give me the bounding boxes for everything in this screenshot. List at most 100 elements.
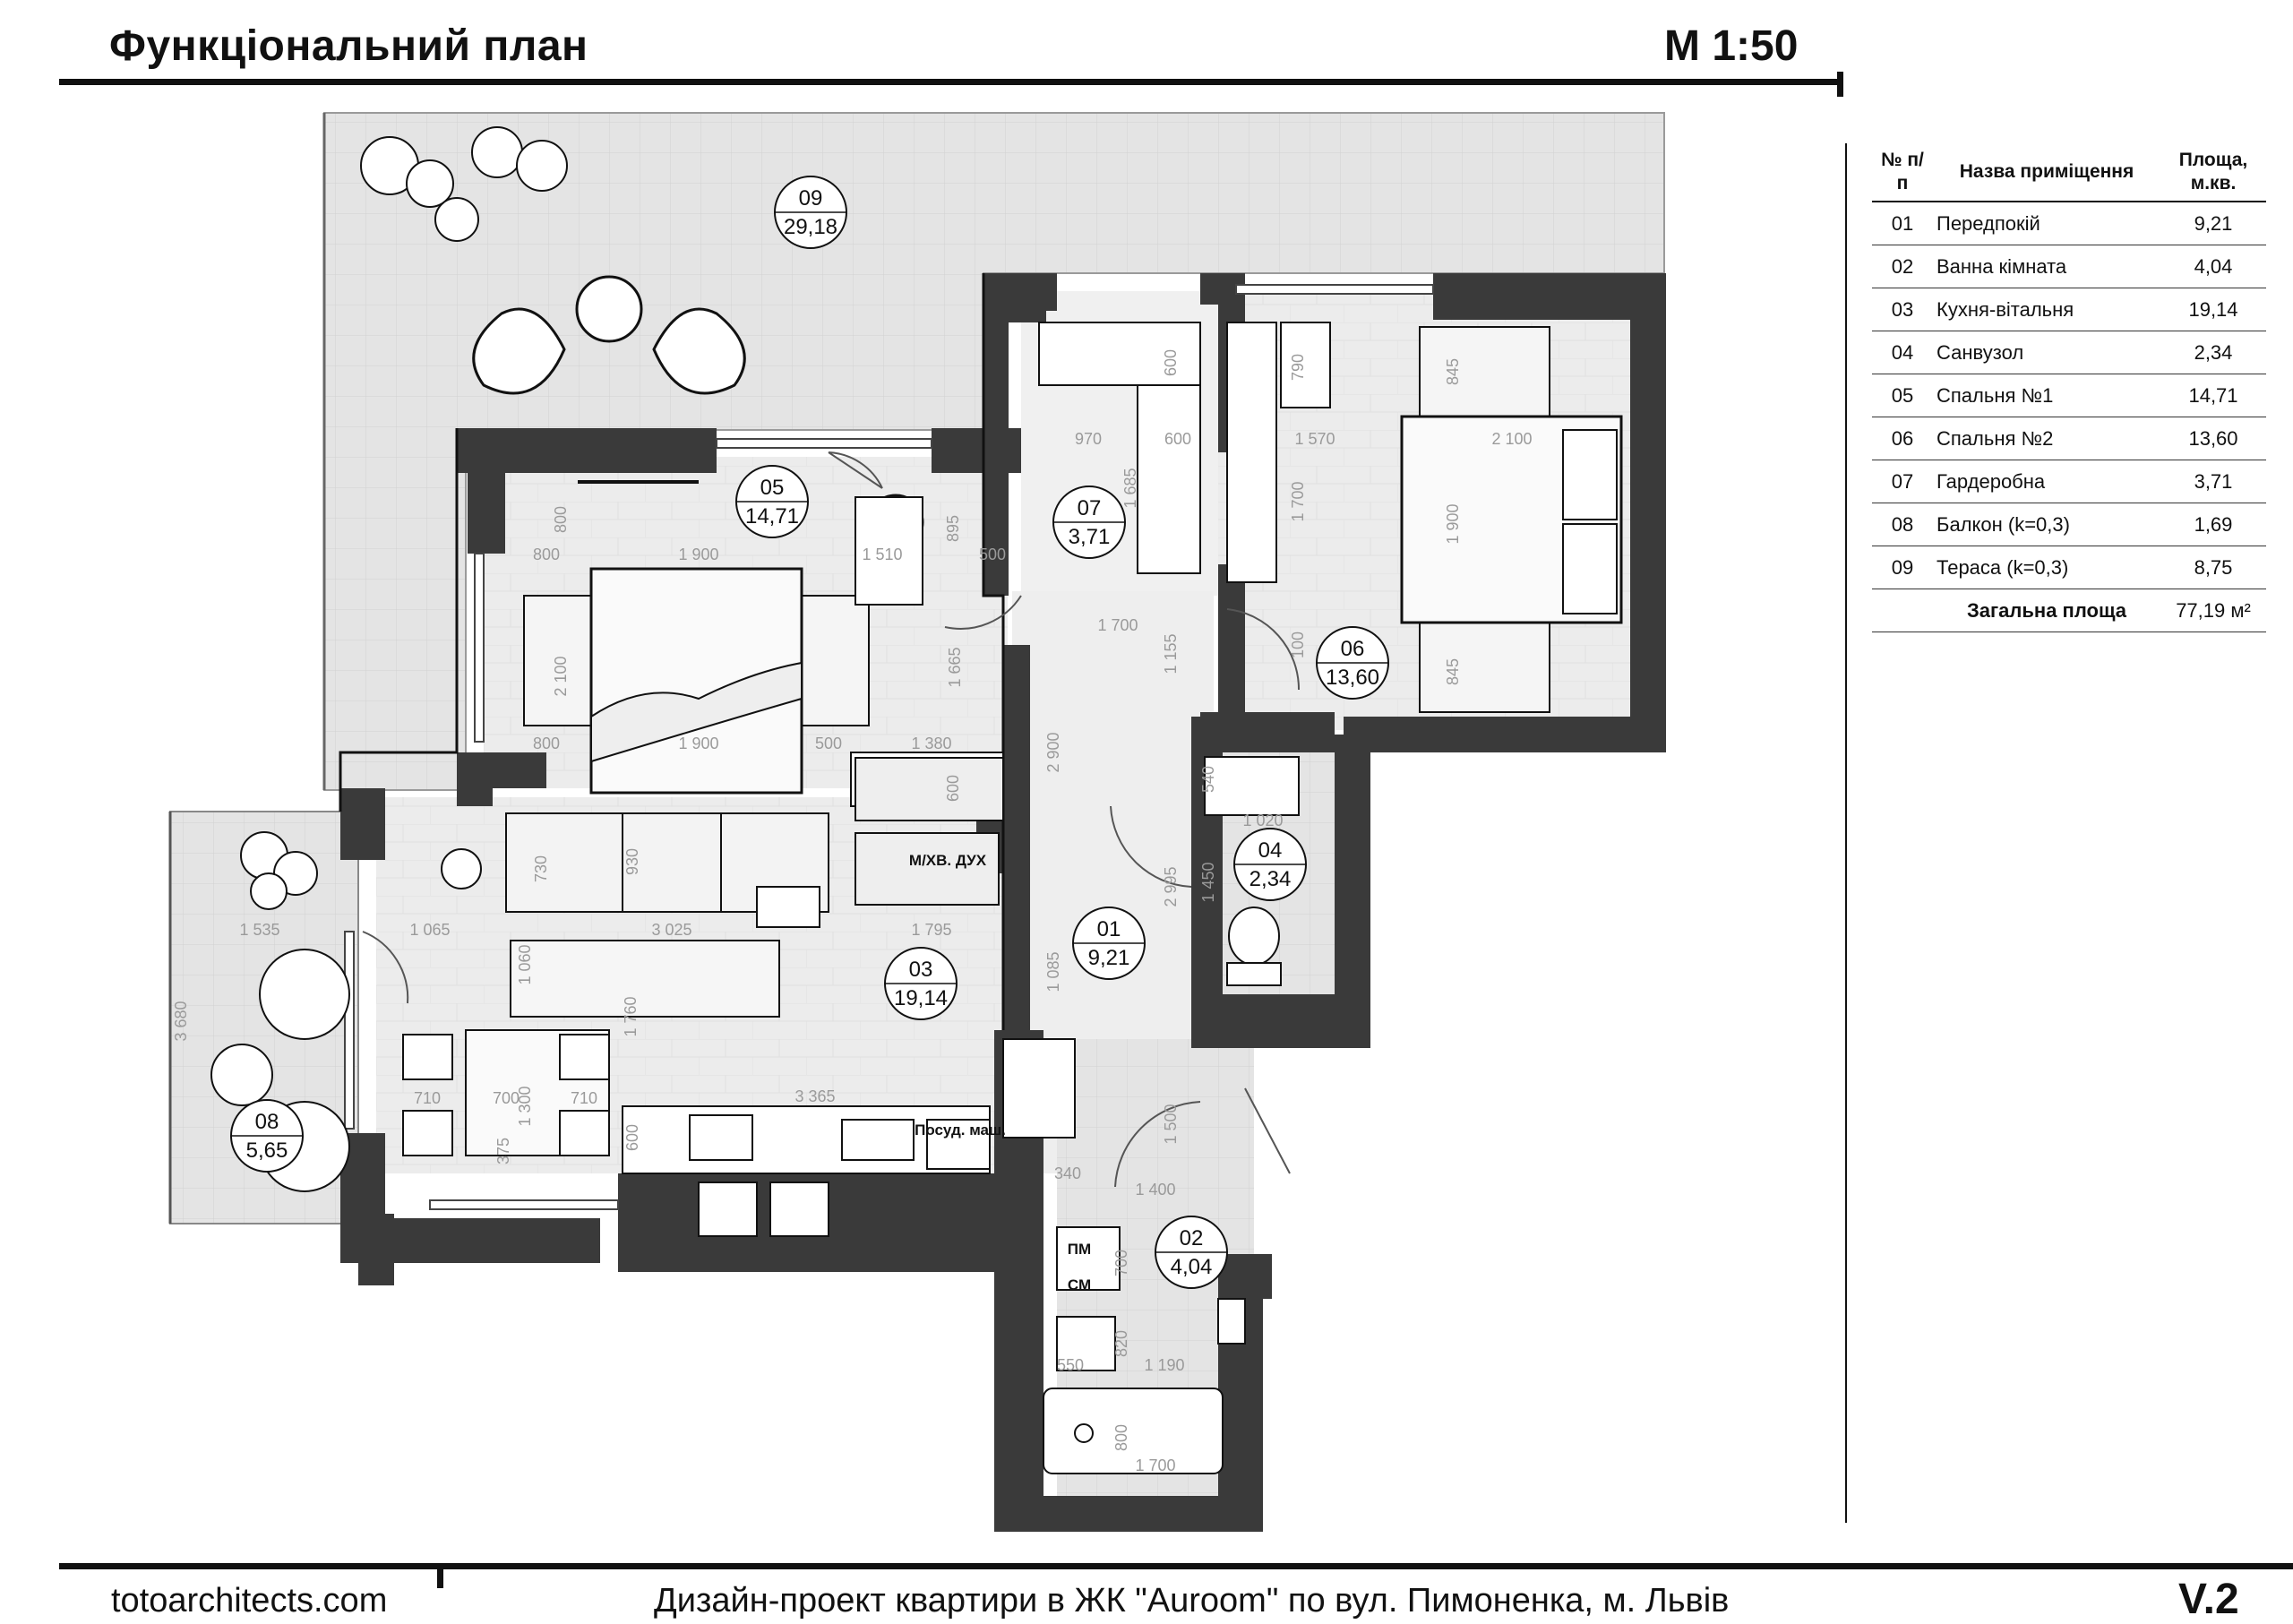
dim-label: 340 [1054, 1164, 1081, 1182]
room-number-01: 01 [1097, 917, 1121, 941]
dim-label: 1 535 [239, 921, 279, 939]
room-area-04: 2,34 [1250, 867, 1292, 891]
dim-label: 100 [1289, 632, 1307, 658]
room-number-08: 08 [255, 1110, 279, 1134]
version-label: V.2 [2178, 1576, 2239, 1623]
dim-label: 1 700 [1097, 616, 1138, 634]
dim-label: 2 995 [1162, 866, 1180, 907]
room-number-04: 04 [1258, 838, 1283, 863]
dim-label: 600 [944, 775, 962, 802]
dim-label: 1 570 [1294, 430, 1335, 448]
dim-label: 1 900 [1444, 503, 1462, 544]
row-num: 06 [1872, 417, 1933, 460]
room-area-07: 3,71 [1069, 525, 1111, 549]
dim-label: 1 020 [1242, 812, 1283, 829]
row-name: Балкон (k=0,3) [1933, 503, 2160, 546]
dim-label: 1 065 [409, 921, 450, 939]
bedroom-1-furniture [523, 480, 1004, 807]
room-number-05: 05 [760, 476, 785, 500]
plants-icon [240, 126, 568, 910]
dim-label: 1 700 [1135, 1456, 1175, 1474]
wardrobe-furniture [1038, 322, 1331, 583]
dim-label: 3 365 [794, 1087, 835, 1105]
row-area: 4,04 [2160, 245, 2266, 288]
kitchen-furniture [622, 1038, 1076, 1237]
dim-label: 1 900 [678, 546, 718, 563]
dim-label: 550 [1057, 1356, 1084, 1374]
row-num: 04 [1872, 331, 1933, 374]
washer-label: ПМ [1068, 1241, 1091, 1258]
dim-label: 600 [1162, 349, 1180, 376]
dim-label: 500 [815, 735, 842, 752]
row-num: 01 [1872, 202, 1933, 245]
dim-label: 1 155 [1162, 633, 1180, 674]
dim-label: 1 085 [1044, 951, 1062, 992]
dim-label: 600 [1164, 430, 1191, 448]
dim-label: 1 060 [516, 944, 534, 984]
scale-label: М 1:50 [1664, 22, 1799, 70]
dim-label: 600 [623, 1124, 641, 1151]
row-name: Ванна кімната [1933, 245, 2160, 288]
dim-label: 820 [1112, 1330, 1130, 1357]
dim-label: 1 300 [516, 1086, 534, 1126]
dim-label: 3 025 [651, 921, 691, 939]
row-area: 1,69 [2160, 503, 2266, 546]
dim-label: 800 [1112, 1424, 1130, 1451]
dim-label: 800 [552, 506, 570, 533]
row-area: 19,14 [2160, 288, 2266, 331]
row-num: 03 [1872, 288, 1933, 331]
bathroom-fixtures [1043, 756, 1300, 1474]
dim-label: 1 900 [678, 735, 718, 752]
dim-label: 375 [494, 1138, 512, 1164]
dim-label: 1 700 [1289, 481, 1307, 521]
row-area: 13,60 [2160, 417, 2266, 460]
dim-label: 790 [1289, 354, 1307, 381]
dim-label: 1 665 [946, 647, 964, 687]
row-area: 3,71 [2160, 460, 2266, 503]
dim-label: 700 [1112, 1250, 1130, 1276]
dim-label: 1 685 [1121, 468, 1139, 508]
dim-label: 800 [533, 735, 560, 752]
row-area: 14,71 [2160, 374, 2266, 417]
room-number-07: 07 [1078, 496, 1102, 520]
dim-label: 730 [532, 855, 550, 882]
dim-label: 1 190 [1144, 1356, 1184, 1374]
col-area: Площа, м.кв. [2160, 143, 2266, 202]
dim-label: 800 [533, 546, 560, 563]
header-rule-tick [1837, 72, 1843, 97]
row-area: 2,34 [2160, 331, 2266, 374]
row-name: Спальня №2 [1933, 417, 2160, 460]
row-name: Спальня №1 [1933, 374, 2160, 417]
room-number-06: 06 [1341, 637, 1365, 661]
dim-label: 1 450 [1199, 862, 1217, 902]
legend-divider [1845, 143, 1847, 1523]
dim-label: 2 900 [1044, 732, 1062, 772]
doors [362, 451, 1301, 1188]
dim-label: 1 500 [1162, 1104, 1180, 1144]
dim-label: 500 [979, 546, 1006, 563]
bedroom-2-furniture [1400, 326, 1623, 713]
dim-label: 700 [493, 1089, 520, 1107]
room-area-06: 13,60 [1326, 666, 1379, 690]
dim-label: 970 [1075, 430, 1102, 448]
room-area-01: 9,21 [1088, 946, 1130, 970]
dim-label: 1 400 [1135, 1181, 1175, 1199]
col-name: Назва приміщення [1933, 143, 2160, 202]
dryer-label: СМ [1068, 1276, 1091, 1293]
row-name: Тераса (k=0,3) [1933, 546, 2160, 589]
dishwasher-label: Посуд. маш. [915, 1121, 1006, 1139]
row-name: Санвузол [1933, 331, 2160, 374]
dim-label: 1 380 [911, 735, 951, 752]
dim-label: 1 795 [911, 921, 951, 939]
living-furniture [210, 757, 1004, 1192]
dim-label: 930 [623, 848, 641, 875]
site-url[interactable]: totoarchitects.com [111, 1582, 388, 1620]
room-area-09: 29,18 [784, 215, 837, 239]
